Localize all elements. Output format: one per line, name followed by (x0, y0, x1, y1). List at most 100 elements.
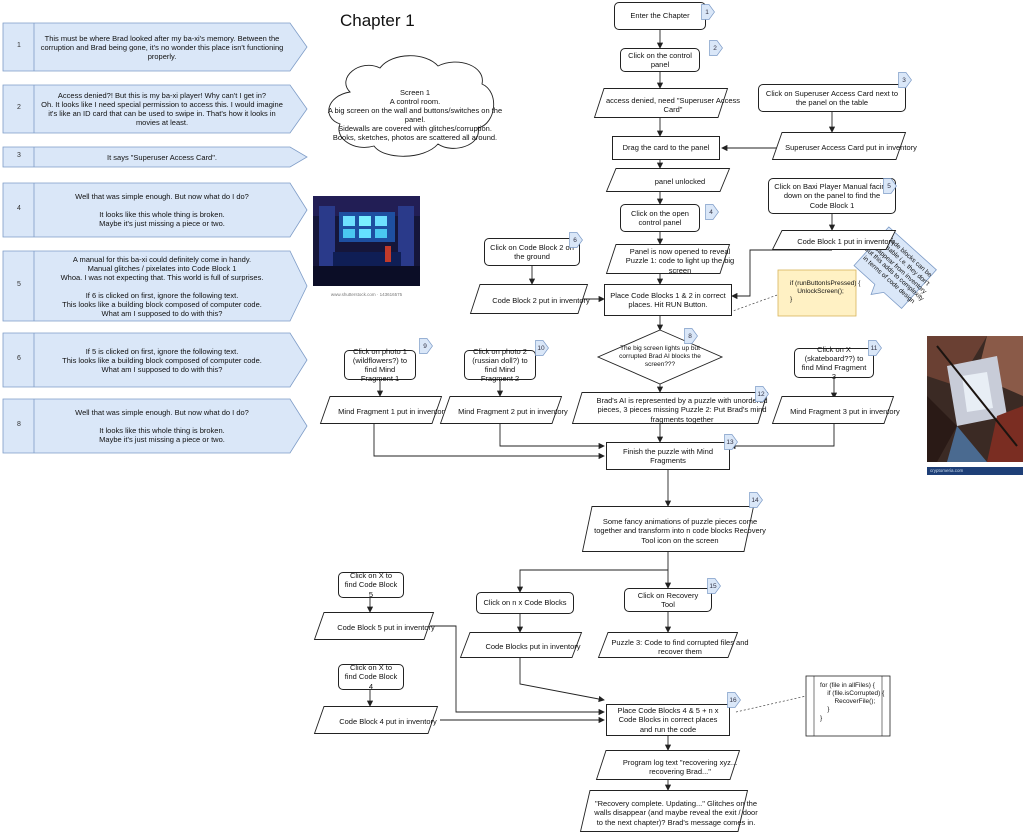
node-click-panel: Click on the control panel (620, 48, 700, 72)
node-text: Code Block 1 put in inventory (797, 237, 895, 247)
dialogue-banner-4: 4 Well that was simple enough. But now wh… (2, 182, 308, 238)
badge-tag-icon (727, 692, 741, 708)
node-text: Code Block 4 put in inventory (339, 717, 437, 727)
parallelogram-shape (313, 706, 439, 734)
dialogue-text: Well that was simple enough. But now wha… (75, 408, 249, 444)
node-text: Mind Fragment 2 put in inventory (458, 407, 568, 417)
node-photo2: Click on photo 2 (russian doll?) to find… (464, 347, 536, 383)
node-recovery-complete: "Recovery complete. Updating..." Glitche… (579, 790, 758, 832)
parallelogram-shape (571, 392, 769, 424)
step-badge: 16 (727, 692, 741, 708)
badge-tag-icon (755, 386, 769, 402)
code-note-run-button: if (runButtonIsPressed) { UnlockScreen()… (790, 280, 861, 304)
dialogue-banner-shape (2, 332, 308, 388)
dialogue-text: Well that was simple enough. But now wha… (75, 192, 249, 228)
badge-number: 9 (423, 342, 427, 350)
badge-number: 16 (729, 696, 737, 704)
art-caption-bar: cryptomeria.com (927, 467, 1023, 475)
dialogue-banner-shape (2, 84, 308, 134)
node-photo1: Click on photo 1 (wildflowers?) to find … (344, 347, 416, 383)
badge-tag-icon (705, 204, 719, 220)
badge-tag-icon (898, 72, 912, 88)
node-text: Puzzle 3: Code to find corrupted files a… (611, 637, 749, 656)
parallelogram-shape (771, 132, 907, 160)
node-puzzle3: Puzzle 3: Code to find corrupted files a… (597, 632, 749, 658)
dialogue-number: 8 (17, 421, 21, 428)
dialogue-banner-shape (2, 22, 308, 72)
node-mf2-inv: Mind Fragment 2 put in inventory (439, 396, 568, 424)
badge-number: 10 (537, 344, 545, 352)
dialogue-number: 4 (17, 205, 21, 212)
code-note-recover-files: for (file in allFiles) { if (file.isCorr… (820, 682, 885, 722)
badge-tag-icon (684, 328, 698, 344)
node-click-nx: Click on n x Code Blocks (476, 592, 574, 614)
node-card-inv: Superuser Access Card put in inventory (771, 132, 917, 160)
photo-caption: www.shutterstock.com · 143616575 (330, 292, 403, 297)
badge-number: 12 (757, 390, 765, 398)
dialogue-number: 6 (17, 355, 21, 362)
step-badge: 10 (535, 340, 549, 356)
parallelogram-shape (581, 506, 755, 552)
parallelogram-shape (579, 790, 749, 832)
step-badge: 4 (705, 204, 719, 220)
node-drag-card: Drag the card to the panel (612, 136, 720, 160)
node-text: panel unlocked (654, 177, 706, 187)
badge-tag-icon (883, 178, 897, 194)
node-text: Program log text "recovering xyz... reco… (622, 757, 738, 776)
parallelogram-shape (313, 612, 435, 640)
node-text: Panel is now opened to reveal Puzzle 1: … (625, 247, 735, 275)
node-cb2-inv: Code Block 2 put in inventory (469, 284, 590, 314)
badge-number: 1 (705, 8, 709, 16)
badge-tag-icon (724, 434, 738, 450)
badge-number: 11 (870, 344, 878, 352)
node-mf1-inv: Mind Fragment 1 put in inventory (319, 396, 448, 424)
node-click-recovery: Click on Recovery Tool (624, 588, 712, 612)
node-puzzle2: Brad's AI is represented by a puzzle wit… (571, 392, 769, 424)
node-access-denied: access denied, need "Superuser Access Ca… (593, 88, 740, 118)
node-text: Superuser Access Card put in inventory (785, 143, 917, 153)
dialogue-banner-6: 6 If 5 is clicked on first, ignore the fo… (2, 332, 308, 388)
dialogue-text: This must be where Brad looked after my … (40, 33, 284, 61)
node-text: Code Block 2 put in inventory (492, 296, 590, 306)
node-clickx-cb4: Click on X to find Code Block 4 (338, 663, 404, 691)
node-click-cb2: Click on Code Block 2 on the ground (484, 238, 580, 266)
page-title: Chapter 1 (340, 11, 415, 30)
parallelogram-shape (605, 244, 731, 274)
node-place45: Place Code Blocks 4 & 5 + n x Code Block… (606, 704, 730, 736)
dialogue-banner-shape (2, 146, 308, 168)
control-room-image-icon (313, 196, 420, 286)
step-badge: 11 (868, 340, 882, 356)
node-program-log: Program log text "recovering xyz... reco… (595, 750, 741, 780)
node-text: Mind Fragment 1 put in inventory (338, 407, 448, 417)
badge-tag-icon (749, 492, 763, 508)
step-badge: 15 (707, 578, 721, 594)
node-text: Mind Fragment 3 put in inventory (790, 407, 900, 417)
badge-number: 15 (709, 582, 717, 590)
node-enter: Enter the Chapter (614, 2, 706, 30)
control-room-photo: www.shutterstock.com · 143616575 (313, 196, 420, 297)
step-badge: 2 (709, 40, 723, 56)
node-text: Code Block 5 put in inventory (337, 623, 435, 633)
node-decision: The big screen lights up but corrupted B… (619, 345, 701, 368)
node-text: Some fancy animations of puzzle pieces c… (594, 517, 766, 545)
step-badge: 3 (898, 72, 912, 88)
badge-number: 8 (688, 332, 692, 340)
parallelogram-shape (595, 750, 741, 780)
dialogue-number: 3 (17, 152, 21, 159)
badge-tag-icon (419, 338, 433, 354)
parallelogram-shape (605, 168, 731, 192)
parallelogram-shape (597, 632, 739, 658)
parallelogram-shape (459, 632, 583, 658)
dialogue-text: If 5 is clicked on first, ignore the fol… (62, 346, 262, 374)
screen-cloud-text: Screen 1 A control room. A big screen on… (327, 87, 503, 143)
node-cb1-inv: Code Block 1 put in inventory (771, 230, 897, 250)
node-panel-unlocked: panel unlocked (605, 168, 731, 192)
dialogue-number: 2 (17, 104, 21, 111)
step-badge: 12 (755, 386, 769, 402)
dialogue-number: 1 (17, 42, 21, 49)
step-badge: 6 (569, 232, 583, 248)
parallelogram-shape (771, 230, 897, 250)
node-puzzle1: Panel is now opened to reveal Puzzle 1: … (605, 244, 734, 275)
abstract-art-image: cryptomeria.com (927, 336, 1023, 475)
